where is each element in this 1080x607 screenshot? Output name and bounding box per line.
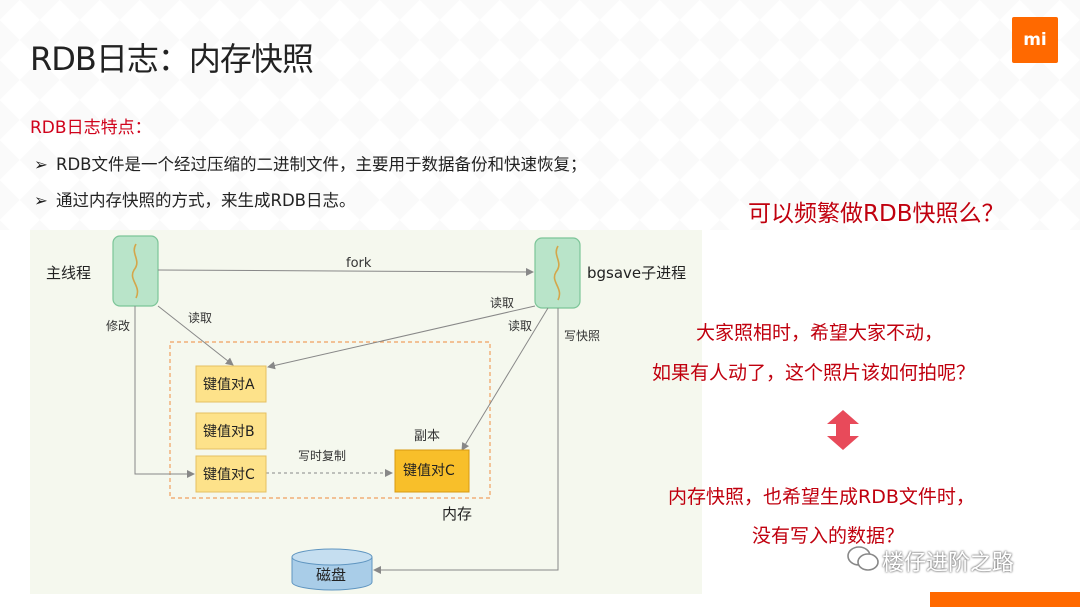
question-text: 可以频繁做RDB快照么？ xyxy=(748,201,1005,227)
main-thread-label: 主线程 xyxy=(46,264,91,282)
section-subtitle: RDB日志特点： xyxy=(30,118,152,138)
wechat-icon xyxy=(847,546,879,571)
slide-title: RDB日志：内存快照 xyxy=(30,40,314,78)
kv-c-label: 键值对C xyxy=(203,467,255,483)
conclusion-line: 没有写入的数据？ xyxy=(752,525,905,547)
bullet-arrow-icon: ➢ xyxy=(34,191,48,210)
modify-arrow xyxy=(134,306,195,478)
kv-a-box xyxy=(195,365,267,403)
analogy-line: 如果有人动了，这个照片该如何拍呢？ xyxy=(652,362,976,384)
modify-label: 修改 xyxy=(106,318,130,333)
read-label: 读取 xyxy=(508,319,532,333)
background-pattern xyxy=(0,0,1080,230)
kv-c-copy-label: 键值对C xyxy=(403,463,455,479)
kv-b-box xyxy=(195,412,267,450)
read-arrow xyxy=(267,305,536,370)
bullet-text: RDB文件是一个经过压缩的二进制文件，主要用于数据备份和快速恢复； xyxy=(56,155,587,174)
bullet-text: 通过内存快照的方式，来生成RDB日志。 xyxy=(56,191,356,210)
kv-c-copy-box xyxy=(394,449,470,493)
thread-squiggle-icon xyxy=(553,245,561,301)
fork-label: fork xyxy=(346,256,372,271)
rdb-diagram: 主线程 bgsave子进程 fork 修改 读取 读取 读取 写快照 键值对A … xyxy=(30,230,702,594)
cow-label: 写时复制 xyxy=(298,449,346,463)
conclusion-line: 内存快照，也希望生成RDB文件时， xyxy=(668,486,975,508)
bullet-item: ➢ RDB文件是一个经过压缩的二进制文件，主要用于数据备份和快速恢复； xyxy=(34,151,587,175)
read-arrow xyxy=(461,307,549,451)
read-arrow xyxy=(157,305,234,366)
write-snapshot-label: 写快照 xyxy=(564,329,600,343)
diagram-canvas: 主线程 bgsave子进程 fork 修改 读取 读取 读取 写快照 键值对A … xyxy=(46,235,686,591)
watermark-text: 楼仔进阶之路 xyxy=(882,551,1015,576)
kv-c-box xyxy=(195,455,267,493)
analogy-line: 大家照相时，希望大家不动， xyxy=(696,322,944,344)
fork-arrow xyxy=(157,267,534,276)
disk-label: 磁盘 xyxy=(316,566,346,584)
copy-label: 副本 xyxy=(414,429,440,444)
write-snapshot-arrow xyxy=(373,308,559,574)
bullet-arrow-icon: ➢ xyxy=(34,155,48,174)
read-label: 读取 xyxy=(490,296,514,310)
bullet-item: ➢ 通过内存快照的方式，来生成RDB日志。 xyxy=(34,187,356,211)
thread-squiggle-icon xyxy=(131,243,139,299)
mi-logo: mi xyxy=(1012,17,1058,63)
kv-a-label: 键值对A xyxy=(203,377,255,393)
corner-accent xyxy=(930,592,1080,607)
read-label: 读取 xyxy=(188,311,212,325)
double-arrow-icon xyxy=(827,410,859,450)
kv-b-label: 键值对B xyxy=(203,424,255,440)
disk-top xyxy=(291,548,373,566)
disk-cylinder xyxy=(291,557,373,591)
memory-label: 内存 xyxy=(442,505,472,523)
bgsave-label: bgsave子进程 xyxy=(587,264,686,282)
